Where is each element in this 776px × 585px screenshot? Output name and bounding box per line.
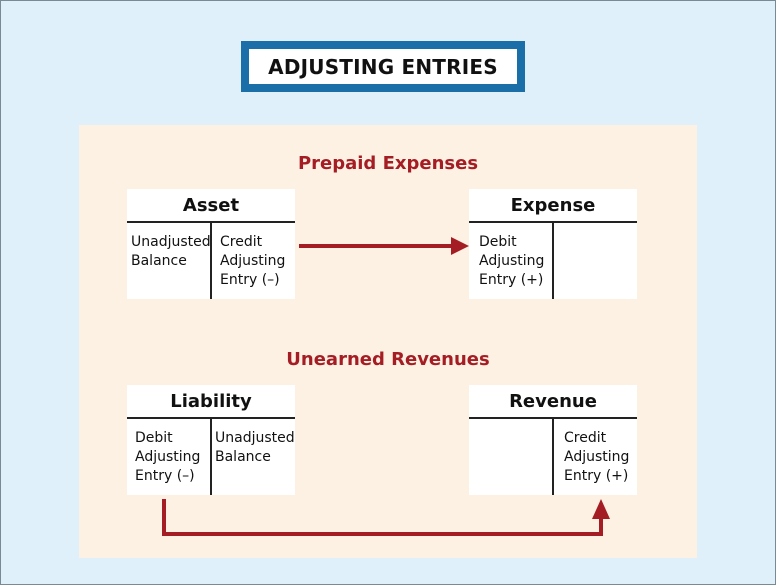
liability-t-account: Liability Debit Adjusting Entry (–) Unad…	[127, 385, 295, 495]
expense-left-line: Entry (+)	[479, 272, 544, 288]
expense-left-line: Debit	[479, 234, 517, 250]
arrows-layer	[162, 237, 610, 536]
asset-t-account: Asset Unadjusted Balance Credit Adjustin…	[127, 189, 295, 299]
prepaid-arrowhead-icon	[451, 237, 469, 255]
liability-left-line: Entry (–)	[135, 468, 195, 484]
expense-left-line: Adjusting	[479, 253, 545, 269]
revenue-t-account: Revenue Credit Adjusting Entry (+)	[469, 385, 637, 495]
page-title: ADJUSTING ENTRIES	[249, 49, 517, 84]
revenue-account-name: Revenue	[469, 385, 637, 419]
liability-right-cell: Unadjusted Balance	[215, 429, 295, 467]
prepaid-arrow	[299, 237, 469, 255]
liability-left-cell: Debit Adjusting Entry (–)	[135, 429, 200, 486]
t-account-divider	[210, 223, 212, 299]
unearned-arrow-shaft	[162, 499, 603, 536]
unearned-revenues-heading: Unearned Revenues	[286, 349, 490, 370]
diagram-panel: Prepaid Expenses Asset Unadjusted Balanc…	[79, 125, 697, 558]
asset-left-line: Balance	[131, 253, 187, 269]
liability-right-line: Balance	[215, 449, 271, 465]
t-account-divider	[552, 223, 554, 299]
unearned-arrowhead-icon	[592, 499, 610, 519]
unearned-arrow	[162, 499, 610, 536]
liability-left-line: Adjusting	[135, 449, 201, 465]
expense-account-name: Expense	[469, 189, 637, 223]
prepaid-expenses-heading: Prepaid Expenses	[297, 153, 479, 174]
expense-t-account: Expense Debit Adjusting Entry (+)	[469, 189, 637, 299]
asset-account-name: Asset	[127, 189, 295, 223]
asset-right-line: Credit	[220, 234, 263, 250]
revenue-right-line: Entry (+)	[564, 468, 629, 484]
asset-left-cell: Unadjusted Balance	[131, 233, 211, 271]
t-account-divider	[552, 419, 554, 495]
asset-right-line: Adjusting	[220, 253, 286, 269]
title-box: ADJUSTING ENTRIES	[241, 41, 525, 92]
asset-right-line: Entry (–)	[220, 272, 280, 288]
t-account-divider	[210, 419, 212, 495]
revenue-right-line: Credit	[564, 430, 607, 446]
liability-left-line: Debit	[135, 430, 173, 446]
expense-left-cell: Debit Adjusting Entry (+)	[479, 233, 544, 290]
revenue-right-cell: Credit Adjusting Entry (+)	[564, 429, 629, 486]
asset-right-cell: Credit Adjusting Entry (–)	[220, 233, 285, 290]
liability-account-name: Liability	[127, 385, 295, 419]
liability-right-line: Unadjusted	[215, 430, 295, 446]
revenue-right-line: Adjusting	[564, 449, 630, 465]
asset-left-line: Unadjusted	[131, 234, 211, 250]
